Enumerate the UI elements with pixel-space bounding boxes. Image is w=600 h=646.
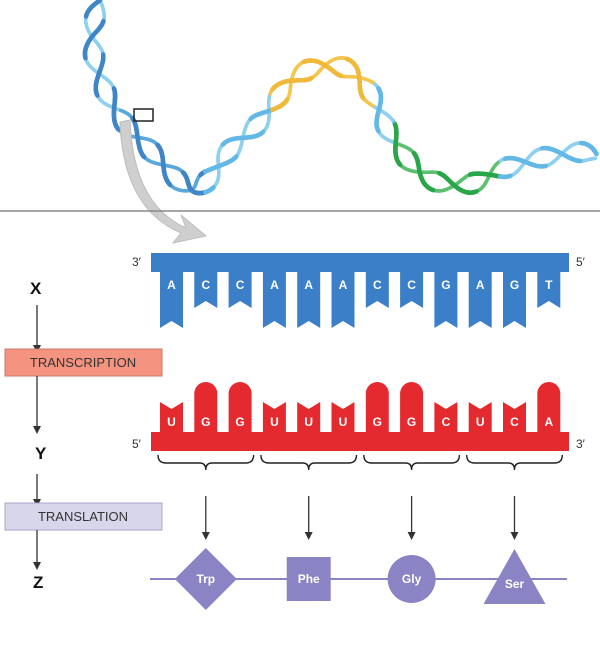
dna-base-letter: T [545, 278, 553, 292]
mrna-base-letter: A [544, 415, 553, 429]
dna-right-end: 5′ [576, 255, 586, 269]
mrna-base-letter: G [235, 415, 244, 429]
dna-base-letter: C [407, 278, 416, 292]
amino-acid-label: Ser [505, 577, 525, 591]
transcription-label: TRANSCRIPTION [30, 355, 136, 370]
mrna-base-letter: G [201, 415, 210, 429]
dna-base-letter: C [236, 278, 245, 292]
zoom-box [133, 108, 154, 122]
amino-acid-label: Phe [298, 572, 320, 586]
dna-base [262, 272, 286, 328]
mrna-base-letter: U [167, 415, 176, 429]
codon-brace [157, 454, 255, 471]
translation-box [4, 502, 163, 531]
dna-base-letter: A [167, 278, 176, 292]
amino-acids: Trp Phe Gly Ser [174, 548, 546, 610]
dna-base [434, 272, 458, 328]
mrna-base-letter: U [339, 415, 348, 429]
mrna-base-letter: U [476, 415, 485, 429]
mrna-base-letter: C [510, 415, 519, 429]
mrna-left-end: 5′ [132, 437, 142, 451]
dna-base [468, 272, 492, 328]
amino-acid-label: Trp [196, 572, 215, 586]
dna-base-letter: A [476, 278, 485, 292]
codon-brace [466, 454, 563, 471]
zoom-arrow [119, 119, 208, 244]
transcription-box [4, 348, 163, 377]
dna-base-letter: C [201, 278, 210, 292]
dna-left-end: 3′ [132, 255, 142, 269]
dna-base [365, 272, 389, 308]
codon-braces [157, 454, 563, 540]
label-y: Y [35, 444, 47, 463]
dna-base [537, 272, 561, 308]
label-z: Z [33, 573, 43, 592]
codon-brace [260, 454, 358, 471]
mrna-base [297, 402, 321, 432]
mrna-base-letter: C [442, 415, 451, 429]
dna-helix-illustration [82, 0, 599, 196]
amino-acid-diamond [174, 548, 237, 610]
mrna-base [503, 402, 526, 432]
dna-base-letter: G [510, 278, 519, 292]
dna-base-letter: C [373, 278, 382, 292]
dna-base-letter: A [339, 278, 348, 292]
mrna-base [365, 382, 389, 432]
dna-base-letter: A [304, 278, 313, 292]
mrna-base [262, 402, 286, 432]
mrna-base [537, 382, 561, 432]
mrna-base [228, 382, 252, 432]
mrna-base-letter: U [304, 415, 313, 429]
mrna-backbone [151, 432, 569, 451]
mrna-base-letter: G [407, 415, 416, 429]
dna-base [331, 272, 355, 328]
dna-base [400, 272, 424, 308]
mrna-base [400, 382, 424, 432]
dna-backbone [151, 253, 569, 272]
mrna-base [194, 382, 218, 432]
dna-base [194, 272, 218, 308]
mrna-base-letter: U [270, 415, 279, 429]
codon-brace [363, 454, 461, 471]
amino-acid-circle [387, 555, 436, 603]
dna-base [297, 272, 321, 328]
mrna-right-end: 3′ [576, 437, 586, 451]
mrna-base [434, 402, 458, 432]
label-x: X [30, 279, 42, 298]
mrna-base [331, 402, 355, 432]
dna-base-letter: G [441, 278, 450, 292]
amino-acid-triangle [483, 549, 546, 604]
mrna-base [468, 402, 492, 432]
amino-acid-label: Gly [402, 572, 422, 586]
amino-acid-square [286, 557, 331, 601]
dna-base-letter: A [270, 278, 279, 292]
dna-base [160, 272, 183, 328]
dna-base [228, 272, 252, 308]
mrna-base [160, 402, 183, 432]
mrna-base-letter: G [373, 415, 382, 429]
translation-label: TRANSLATION [38, 509, 128, 524]
dna-base [503, 272, 526, 328]
